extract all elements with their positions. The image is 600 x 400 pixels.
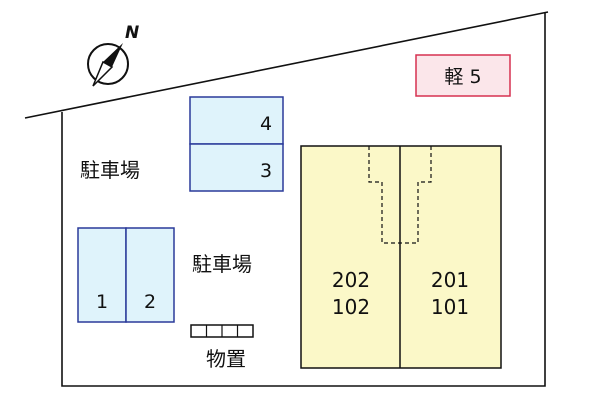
parking-space-number: 4 bbox=[260, 113, 272, 135]
storage-label: 物置 bbox=[206, 347, 246, 371]
parking-space-number: 2 bbox=[144, 291, 156, 313]
building-outline bbox=[300, 145, 502, 369]
storage-shed-icon bbox=[190, 324, 254, 338]
small-car-parking-label: 軽 5 bbox=[444, 66, 481, 88]
stair-outline-left bbox=[368, 146, 400, 244]
compass-north-label: N bbox=[125, 23, 139, 43]
parking-area-label: 駐車場 bbox=[80, 158, 140, 182]
parking-space-3 bbox=[189, 143, 284, 192]
compass-north-icon: N bbox=[87, 23, 139, 87]
unit-number: 101 bbox=[431, 295, 469, 319]
parking-area-label: 駐車場 bbox=[192, 252, 252, 276]
unit-number: 201 bbox=[431, 268, 469, 292]
small-car-parking-5 bbox=[415, 54, 511, 97]
unit-number: 202 bbox=[332, 268, 370, 292]
property-boundary-diagonal bbox=[24, 11, 549, 119]
parking-space-2 bbox=[125, 227, 175, 323]
parking-space-number: 3 bbox=[260, 160, 272, 182]
stair-outline-right bbox=[400, 146, 432, 244]
parking-space-number: 1 bbox=[96, 291, 108, 313]
lot-outline bbox=[61, 13, 546, 387]
unit-number: 102 bbox=[332, 295, 370, 319]
